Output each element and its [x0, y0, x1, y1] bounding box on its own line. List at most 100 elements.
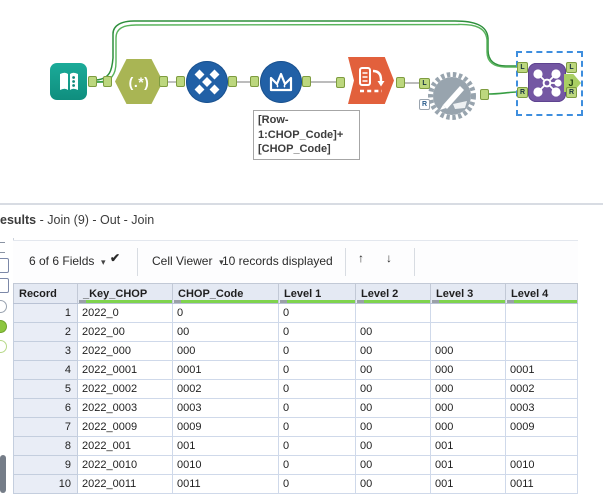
table-cell[interactable]: 0: [172, 303, 279, 323]
record-number-cell[interactable]: 10: [13, 474, 78, 494]
join-input-anchor-r[interactable]: R: [517, 87, 528, 98]
table-cell[interactable]: 0: [278, 455, 356, 475]
table-cell[interactable]: 0: [278, 379, 356, 399]
apply-check-icon[interactable]: ✔: [110, 251, 121, 265]
table-cell[interactable]: 2022_0002: [77, 379, 173, 399]
unique-tool[interactable]: [186, 61, 228, 103]
table-cell[interactable]: 0003: [172, 398, 279, 418]
table-cell[interactable]: 0: [278, 360, 356, 380]
join-tool[interactable]: [528, 63, 566, 102]
table-cell[interactable]: 001: [430, 455, 506, 475]
workflow-canvas[interactable]: (.*): [0, 0, 603, 203]
table-cell[interactable]: 2022_001: [77, 436, 173, 456]
output-anchor[interactable]: [480, 89, 489, 100]
input-anchor[interactable]: [103, 76, 112, 87]
table-cell[interactable]: 00: [355, 417, 431, 437]
table-cell[interactable]: 00: [355, 322, 431, 342]
record-number-cell[interactable]: 4: [13, 360, 78, 380]
table-cell[interactable]: 0001: [172, 360, 279, 380]
table-cell[interactable]: 2022_0003: [77, 398, 173, 418]
join-output-anchor-l[interactable]: L: [566, 62, 577, 73]
table-cell[interactable]: 0: [278, 398, 356, 418]
table-cell[interactable]: 00: [355, 455, 431, 475]
column-header[interactable]: CHOP_Code: [172, 283, 279, 304]
column-header[interactable]: Level 3: [430, 283, 506, 304]
table-cell[interactable]: 001: [172, 436, 279, 456]
record-number-cell[interactable]: 5: [13, 379, 78, 399]
record-number-cell[interactable]: 6: [13, 398, 78, 418]
table-cell[interactable]: 0003: [505, 398, 578, 418]
metadata-view-icon[interactable]: [0, 278, 9, 293]
table-cell[interactable]: 0010: [172, 455, 279, 475]
table-cell[interactable]: [505, 322, 578, 342]
table-cell[interactable]: 0009: [172, 417, 279, 437]
table-cell[interactable]: 000: [430, 379, 506, 399]
anchor-circle-icon[interactable]: [0, 300, 7, 313]
grid-view-icon[interactable]: [0, 258, 9, 273]
table-cell[interactable]: [430, 322, 506, 342]
transpose-tool[interactable]: [348, 57, 394, 104]
table-cell[interactable]: 2022_00: [77, 322, 173, 342]
input-anchor[interactable]: [176, 76, 185, 87]
record-number-cell[interactable]: 3: [13, 341, 78, 361]
table-cell[interactable]: 0: [278, 341, 356, 361]
arrow-up-icon[interactable]: ↑: [358, 251, 364, 265]
column-header[interactable]: _Key_CHOP: [77, 283, 173, 304]
table-cell[interactable]: 0001: [505, 360, 578, 380]
table-cell[interactable]: 00: [355, 379, 431, 399]
table-cell[interactable]: 000: [430, 417, 506, 437]
table-cell[interactable]: 0002: [172, 379, 279, 399]
output-anchor[interactable]: [228, 76, 237, 87]
table-cell[interactable]: 001: [430, 436, 506, 456]
scrollbar-thumb[interactable]: [0, 455, 6, 493]
macro-input-anchor-r[interactable]: R: [419, 99, 430, 110]
table-cell[interactable]: 2022_0010: [77, 455, 173, 475]
tool-annotation[interactable]: [Row-1:CHOP_Code]+[CHOP_Code]: [253, 110, 360, 160]
input-data-tool[interactable]: [50, 63, 87, 100]
table-cell[interactable]: 2022_0011: [77, 474, 173, 494]
list-icon[interactable]: [0, 242, 5, 253]
table-cell[interactable]: 2022_0: [77, 303, 173, 323]
table-cell[interactable]: 000: [430, 341, 506, 361]
output-anchor[interactable]: [88, 76, 97, 87]
table-cell[interactable]: 001: [430, 474, 506, 494]
arrow-down-icon[interactable]: ↓: [386, 251, 392, 265]
input-anchor[interactable]: [250, 76, 259, 87]
output-anchor[interactable]: [302, 76, 311, 87]
table-cell[interactable]: 0: [278, 303, 356, 323]
output-anchor[interactable]: [159, 76, 168, 87]
table-cell[interactable]: 0011: [505, 474, 578, 494]
record-number-cell[interactable]: 1: [13, 303, 78, 323]
table-cell[interactable]: 00: [355, 436, 431, 456]
multi-row-formula-tool[interactable]: [260, 61, 302, 103]
table-cell[interactable]: 2022_000: [77, 341, 173, 361]
table-cell[interactable]: [355, 303, 431, 323]
table-cell[interactable]: 0: [278, 474, 356, 494]
table-cell[interactable]: 0: [278, 436, 356, 456]
record-number-cell[interactable]: 2: [13, 322, 78, 342]
regex-tool[interactable]: (.*): [115, 58, 163, 105]
table-cell[interactable]: 0011: [172, 474, 279, 494]
table-cell[interactable]: 0: [278, 417, 356, 437]
table-cell[interactable]: 00: [355, 341, 431, 361]
record-number-cell[interactable]: 9: [13, 455, 78, 475]
column-header[interactable]: Level 2: [355, 283, 431, 304]
input-anchor[interactable]: [336, 77, 345, 88]
table-cell[interactable]: 00: [355, 474, 431, 494]
record-number-cell[interactable]: 7: [13, 417, 78, 437]
table-cell[interactable]: 00: [355, 360, 431, 380]
table-cell[interactable]: [430, 303, 506, 323]
pane-divider[interactable]: [0, 203, 603, 205]
table-cell[interactable]: [505, 436, 578, 456]
macro-input-anchor-l[interactable]: L: [419, 78, 430, 89]
join-input-anchor-l[interactable]: L: [517, 62, 528, 73]
table-cell[interactable]: 00: [355, 398, 431, 418]
table-cell[interactable]: 000: [172, 341, 279, 361]
fields-dropdown[interactable]: 6 of 6 Fields ▾: [29, 254, 106, 268]
record-number-cell[interactable]: 8: [13, 436, 78, 456]
column-header[interactable]: Level 4: [505, 283, 578, 304]
macro-gear-tool[interactable]: [426, 70, 478, 122]
table-cell[interactable]: [505, 303, 578, 323]
table-cell[interactable]: 2022_0001: [77, 360, 173, 380]
output-anchor-icon-active[interactable]: [0, 320, 7, 333]
